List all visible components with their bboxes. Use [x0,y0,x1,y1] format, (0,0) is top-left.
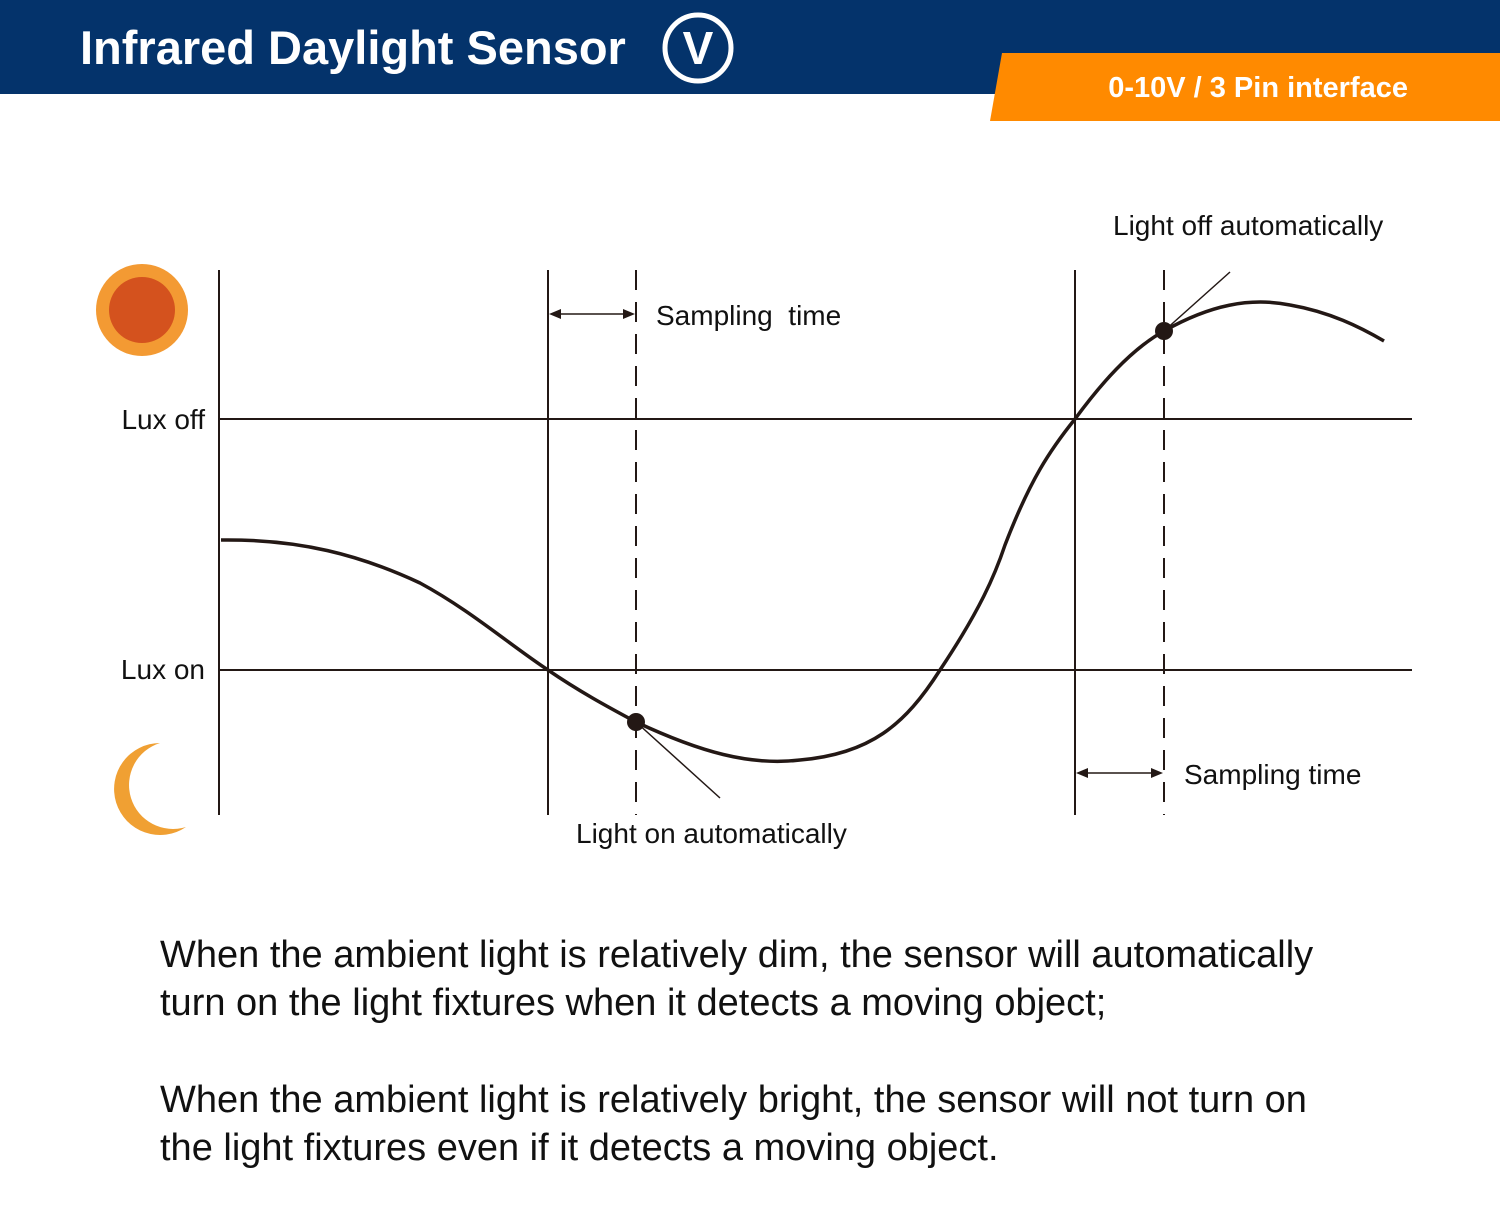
sampling-arrow-top [549,309,635,319]
interface-label: 0-10V / 3 Pin interface [1108,72,1408,104]
light-on-leader [635,721,721,799]
lux-off-label: Lux off [121,404,205,435]
moon-icon [114,743,186,835]
description-bright-line-1: When the ambient light is relatively bri… [160,1079,1307,1121]
light-level-curve [220,300,1385,764]
brand-logo-icon: V [662,12,734,84]
logo-letter: V [683,22,714,74]
light-off-leader [1163,271,1231,332]
lux-on-label: Lux on [121,654,205,685]
description-bright-line-2: the light fixtures even if it detects a … [160,1127,999,1169]
description-dim: When the ambient light is relatively dim… [160,931,1420,1027]
description-bright: When the ambient light is relatively bri… [160,1076,1420,1172]
sampling-time-label-top: Sampling time [656,300,841,331]
interface-tab [990,53,1500,121]
light-on-label: Light on automatically [576,818,847,849]
sampling-time-label-bottom: Sampling time [1184,759,1361,790]
sampling-arrow-bottom [1076,768,1163,778]
light-off-label: Light off automatically [1113,210,1383,241]
page-title: Infrared Daylight Sensor [80,21,626,74]
daylight-sensor-diagram: Lux off Lux on Sampling time Sampling ti… [96,210,1412,849]
description-dim-line-1: When the ambient light is relatively dim… [160,934,1314,976]
description-dim-line-2: turn on the light fixtures when it detec… [160,982,1107,1024]
sun-icon [96,264,188,356]
